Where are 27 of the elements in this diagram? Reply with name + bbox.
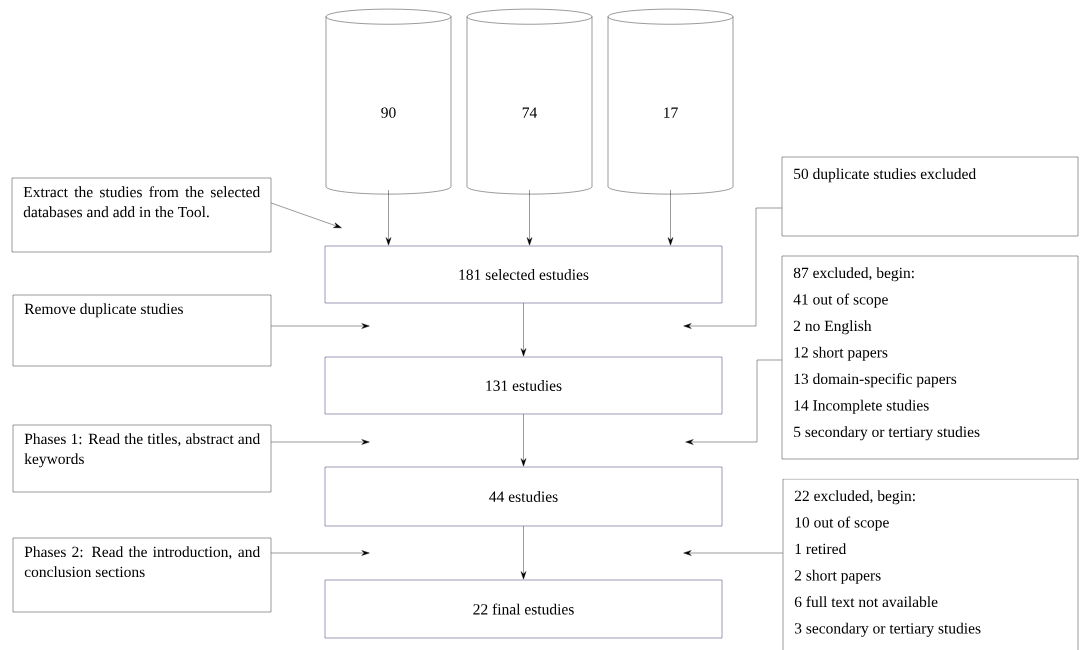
arrow	[683, 207, 782, 329]
arrow	[683, 550, 783, 556]
process-box: 22 final estudies	[324, 579, 723, 639]
database-cylinder: 74	[466, 8, 593, 195]
arrow	[271, 550, 370, 556]
arrow	[271, 323, 370, 329]
note-box: Phases 1: Read the titles, abstract and keywords	[12, 424, 272, 493]
arrow	[526, 189, 533, 246]
arrow	[271, 202, 342, 228]
exclusion-box: 87 excluded, begin: 41 out of scope 2 no English 12 short papers 13 domain-specific papers 14 Incomplete studies 5 secondary or tertiary studies	[781, 255, 1079, 460]
process-box: 181 selected estudies	[324, 245, 723, 304]
arrow	[520, 414, 527, 467]
process-box: 131 estudies	[324, 356, 723, 415]
arrow	[385, 189, 392, 246]
database-cylinder: 17	[607, 8, 734, 195]
process-box: 44 estudies	[324, 466, 723, 527]
exclusion-box: 22 excluded, begin: 10 out of scope 1 retired 2 short papers 6 full text not available 3 secondary or tertiary studies	[782, 478, 1079, 650]
note-box: Remove duplicate studies	[12, 294, 272, 367]
arrow	[271, 439, 370, 445]
note-box: Phases 2: Read the introduction, and conclusion sections	[12, 537, 272, 613]
note-box: Extract the studies from the selected databases and add in the Tool.	[11, 177, 272, 253]
database-cylinder: 90	[325, 8, 452, 195]
arrow	[685, 359, 782, 445]
exclusion-box: 50 duplicate studies excluded	[781, 156, 1079, 237]
arrow	[520, 526, 527, 580]
arrow	[520, 303, 527, 357]
arrow	[667, 189, 674, 246]
